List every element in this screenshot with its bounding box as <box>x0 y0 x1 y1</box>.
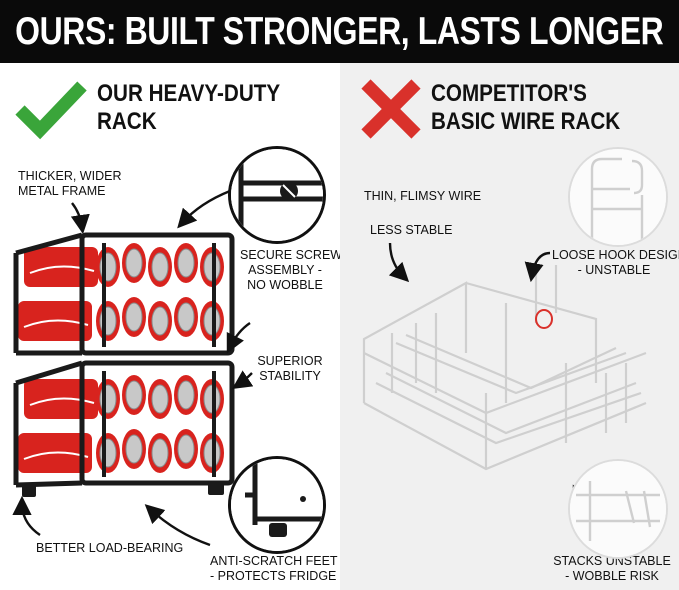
title-banner: OURS: BUILT STRONGER, LASTS LONGER <box>0 0 679 63</box>
screw-detail-circle <box>228 146 326 244</box>
competitor-heading-line2: BASIC WIRE RACK <box>431 108 621 135</box>
can-lid <box>177 302 195 332</box>
can-lid <box>151 384 169 414</box>
screw-callout-line1: SECURE SCREW <box>240 248 343 262</box>
hook-callout-line2: - UNSTABLE <box>577 263 651 277</box>
frame-callout-line2: METAL FRAME <box>18 184 106 198</box>
stability-callout-line1: SUPERIOR <box>257 354 323 368</box>
thin-wire-callout: THIN, FLIMSY WIRE <box>364 189 482 203</box>
stability-callout-line2: STABILITY <box>259 369 321 383</box>
can-lid <box>125 248 143 278</box>
frame-callout: THICKER, WIDER METAL FRAME <box>18 169 121 199</box>
can-lid <box>125 434 143 464</box>
can-lid <box>151 252 169 282</box>
feet-detail-circle <box>228 456 326 554</box>
screw-callout: SECURE SCREW ASSEMBLY - NO WOBBLE <box>240 248 343 293</box>
cross-icon <box>361 79 421 139</box>
hook-callout: LOOSE HOOK DESIGN - UNSTABLE <box>552 248 679 278</box>
feet-callout-line1: ANTI-SCRATCH FEET <box>210 554 338 568</box>
competitor-heading-line1: COMPETITOR'S <box>431 80 587 107</box>
can-lid <box>177 248 195 278</box>
our-rack-heading-line2: RACK <box>97 108 157 135</box>
can-swoosh <box>29 265 95 274</box>
stability-callout: SUPERIOR STABILITY <box>250 354 330 384</box>
frame-callout-line1: THICKER, WIDER <box>18 169 122 183</box>
stack-detail-circle <box>568 459 668 559</box>
our-rack-heading-line1: OUR HEAVY-DUTY <box>97 80 281 107</box>
our-rack-panel: OUR HEAVY-DUTY RACK THICKER, WIDER METAL… <box>0 63 343 590</box>
feet-callout: ANTI-SCRATCH FEET - PROTECTS FRIDGE <box>210 554 338 584</box>
competitor-rack-panel: COMPETITOR'S BASIC WIRE RACK THIN, FLIMS… <box>340 63 679 590</box>
competitor-heading: COMPETITOR'S BASIC WIRE RACK <box>431 80 620 136</box>
check-icon <box>15 81 87 140</box>
heavy-duty-rack-illustration <box>13 232 235 497</box>
hook-callout-line1: LOOSE HOOK DESIGN <box>552 248 679 262</box>
less-stable-callout: LESS STABLE <box>370 223 453 237</box>
stacks-callout: STACKS UNSTABLE - WOBBLE RISK <box>550 554 674 584</box>
wire-rack-illustration <box>362 265 647 471</box>
stacks-callout-line2: - WOBBLE RISK <box>565 569 659 583</box>
can-lid <box>151 306 169 336</box>
callout-arrows-left <box>12 189 254 547</box>
can-lid <box>177 434 195 464</box>
screw-callout-line3: NO WOBBLE <box>247 278 323 292</box>
our-rack-heading: OUR HEAVY-DUTY RACK <box>97 80 280 136</box>
banner-title: OURS: BUILT STRONGER, LASTS LONGER <box>15 9 664 53</box>
screw-callout-line2: ASSEMBLY - <box>248 263 322 277</box>
can-lid <box>151 438 169 468</box>
can-lid <box>177 380 195 410</box>
can-lid <box>125 302 143 332</box>
can-lid <box>125 380 143 410</box>
stacks-callout-line1: STACKS UNSTABLE <box>553 554 671 568</box>
hook-detail-circle <box>568 147 668 247</box>
can-swoosh <box>29 397 95 406</box>
feet-callout-line2: - PROTECTS FRIDGE <box>210 569 337 583</box>
load-callout: BETTER LOAD-BEARING <box>36 541 184 555</box>
